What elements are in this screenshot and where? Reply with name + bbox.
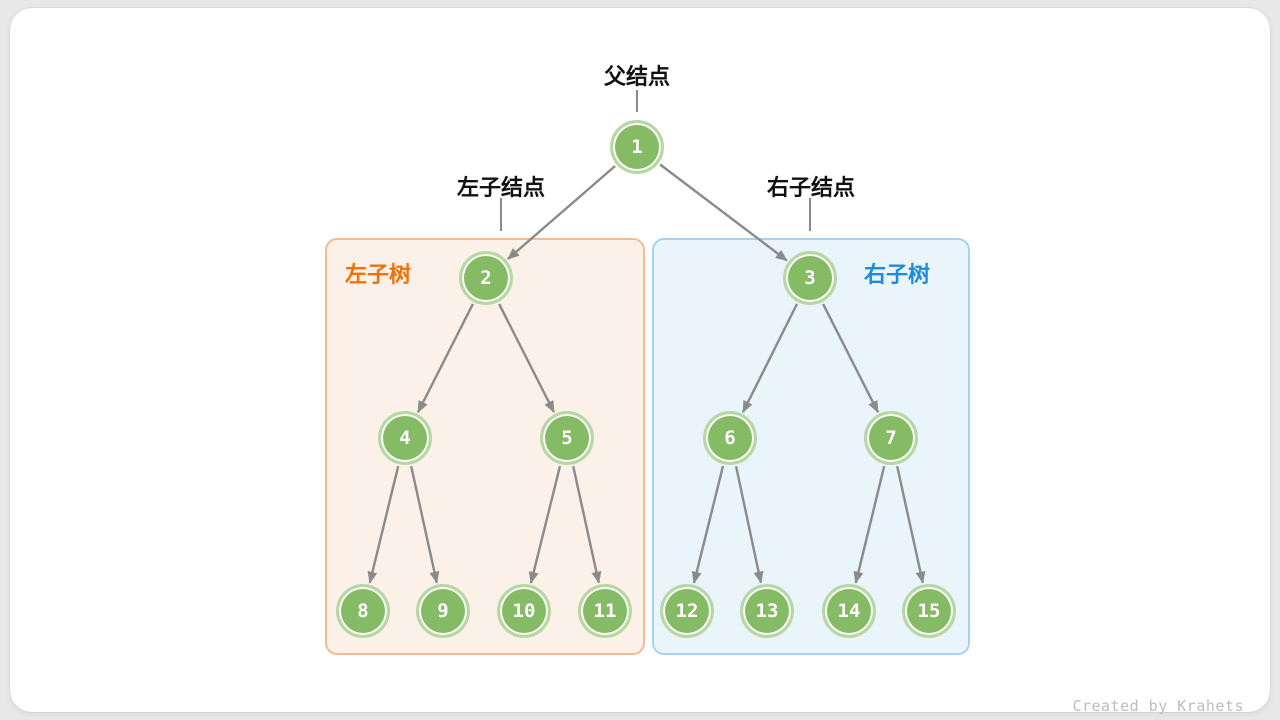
tree-node-15: 15	[902, 584, 956, 638]
tree-node-3-value: 3	[804, 266, 816, 289]
tree-node-10-value: 10	[512, 599, 536, 622]
tree-node-5: 5	[540, 411, 594, 465]
right-subtree-label: 右子树	[863, 262, 931, 287]
tree-node-7: 7	[864, 411, 918, 465]
left-child-node-label: 左子结点	[456, 175, 546, 200]
tree-node-1: 1	[610, 120, 664, 174]
tree-node-14: 14	[822, 584, 876, 638]
tree-node-14-value: 14	[837, 599, 861, 622]
tree-node-2-value: 2	[480, 266, 492, 289]
tree-node-11: 11	[578, 584, 632, 638]
tree-node-8-value: 8	[357, 599, 369, 622]
tree-node-5-value: 5	[561, 426, 573, 449]
tree-node-9: 9	[416, 584, 470, 638]
tree-node-12-value: 12	[675, 599, 699, 622]
tree-node-6-value: 6	[724, 426, 736, 449]
tree-node-7-value: 7	[885, 426, 897, 449]
tree-node-2: 2	[459, 251, 513, 305]
tree-node-11-value: 11	[593, 599, 617, 622]
tree-node-6: 6	[703, 411, 757, 465]
tree-node-4: 4	[378, 411, 432, 465]
right-child-node-label: 右子结点	[766, 175, 856, 200]
tree-node-9-value: 9	[437, 599, 449, 622]
tree-node-12: 12	[660, 584, 714, 638]
tree-node-15-value: 15	[917, 599, 941, 622]
watermark-credit: Created by Krahets	[1072, 697, 1244, 715]
tree-node-13-value: 13	[755, 599, 779, 622]
tree-node-3: 3	[783, 251, 837, 305]
tree-node-1-value: 1	[631, 135, 643, 158]
tree-node-8: 8	[336, 584, 390, 638]
tree-node-4-value: 4	[399, 426, 411, 449]
tree-node-10: 10	[497, 584, 551, 638]
left-subtree-label: 左子树	[344, 262, 412, 287]
parent-node-label: 父结点	[603, 64, 671, 89]
tree-node-13: 13	[740, 584, 794, 638]
